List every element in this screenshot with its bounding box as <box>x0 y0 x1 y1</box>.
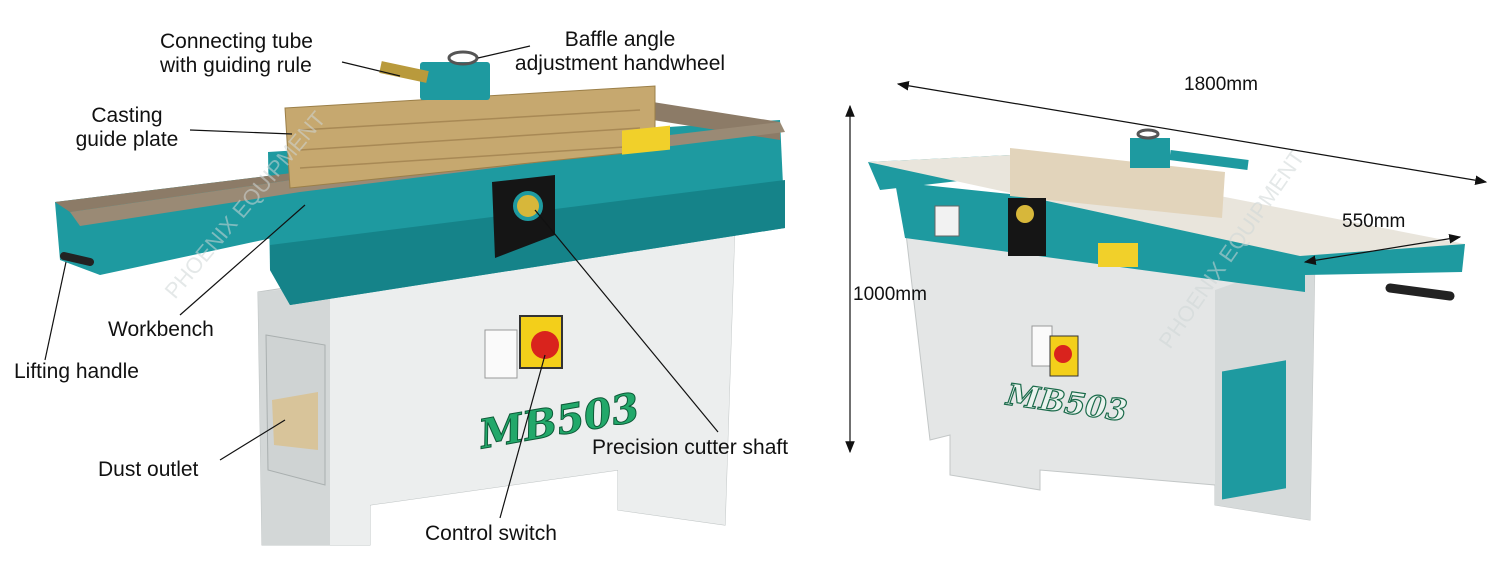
control-panel-plate <box>484 329 518 379</box>
leader-precision-shaft <box>534 209 719 433</box>
leader-control-switch <box>499 354 546 519</box>
label-casting-plate: Casting guide plate <box>62 104 192 152</box>
cutter-knob <box>513 191 543 221</box>
dust-outlet-shavings <box>272 392 318 450</box>
right-housing <box>895 182 1305 292</box>
label-casting-plate-line1: Casting <box>91 104 163 127</box>
leader-lines <box>44 45 719 519</box>
leader-workbench <box>179 204 306 316</box>
label-control-switch: Control switch <box>425 522 557 545</box>
dim-line-length <box>896 81 1488 185</box>
leader-connecting-tube <box>341 61 401 77</box>
label-connecting-tube-line1: Connecting tube <box>160 30 313 53</box>
right-control-plate <box>1031 325 1053 367</box>
label-baffle-handwheel-line2: adjustment handwheel <box>514 52 726 75</box>
warning-sticker-left <box>622 125 670 155</box>
left-machine: MB503 PHOENIX EQUIPMENT <box>55 50 785 546</box>
dim-label-length: 1800mm <box>1184 74 1258 95</box>
dim-line-width <box>1303 233 1462 266</box>
right-lifting-handle <box>1385 283 1455 301</box>
control-switch-knob <box>531 331 559 359</box>
leader-handwheel <box>477 45 531 59</box>
right-label-plate <box>934 205 960 237</box>
label-lifting-handle: Lifting handle <box>14 360 139 383</box>
lifting-handle <box>60 252 94 266</box>
leader-casting-plate <box>189 129 293 135</box>
infeed-table-top <box>55 172 305 212</box>
fence-bracket <box>420 62 490 100</box>
left-cabinet-front <box>330 222 735 545</box>
connecting-tube-left <box>379 61 429 83</box>
warning-sticker-right <box>1098 243 1138 267</box>
label-casting-plate-line2: guide plate <box>75 128 179 151</box>
handwheel-left <box>447 50 479 66</box>
right-control-knob <box>1054 345 1072 363</box>
label-dust-outlet: Dust outlet <box>98 458 199 481</box>
right-cutter-knob <box>1016 205 1034 223</box>
right-side-vent <box>1222 360 1286 500</box>
handwheel-right <box>1136 128 1160 140</box>
leader-lifting-handle <box>44 261 67 361</box>
label-baffle-handwheel-line1: Baffle angle <box>564 28 676 51</box>
label-workbench: Workbench <box>108 318 214 341</box>
connecting-tube-right <box>1169 150 1249 170</box>
wood-fence-grain <box>299 109 641 169</box>
label-precision-shaft: Precision cutter shaft <box>592 436 789 459</box>
label-connecting-tube-line2: with guiding rule <box>160 54 312 77</box>
right-bracket <box>1130 138 1170 168</box>
leader-dust-outlet <box>219 419 286 461</box>
label-connecting-tube: Connecting tube with guiding rule <box>160 30 313 78</box>
label-baffle-handwheel: Baffle angle adjustment handwheel <box>495 28 745 76</box>
dim-label-height: 1000mm <box>853 284 927 305</box>
dim-label-width: 550mm <box>1342 211 1406 232</box>
right-machine: MB503 PHOENIX EQUIPMENT <box>868 128 1465 521</box>
